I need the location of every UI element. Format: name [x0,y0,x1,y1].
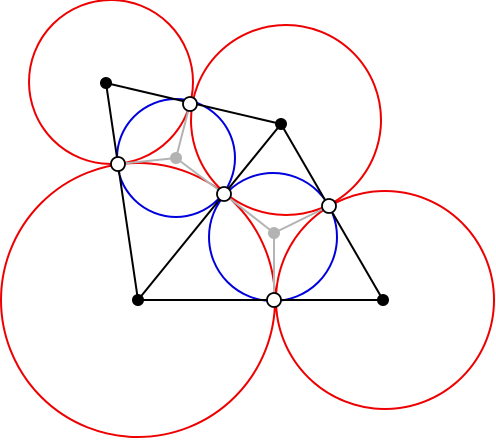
edge-a-b [105,82,139,301]
edges-layer [105,82,384,301]
tangency-point-bd [266,292,282,308]
vertex-circle-c [190,24,382,216]
incenter-spoke-upper-1 [175,103,191,159]
tangency-point-ab [110,156,126,172]
incenter-spoke-upper-2 [175,157,225,195]
tangency-point-center [216,186,232,202]
incenter-spokes-layer [117,103,330,300]
vertex-b [132,294,144,306]
vertex-c [275,118,287,130]
tangency-point-cd [321,198,337,214]
tangency-points-layer [110,96,337,308]
tangency-point-ac [182,96,198,112]
incenters-layer [170,152,280,239]
incenter-spoke-lower-0 [223,193,275,234]
incenter-upper [170,152,182,164]
vertex-d [377,294,389,306]
edge-c-b [137,123,282,301]
incenter-spoke-upper-0 [117,157,177,165]
vertices-layer [100,77,389,306]
incenter-spoke-lower-2 [273,205,330,234]
vertex-a [100,77,112,89]
incenter-lower [268,227,280,239]
